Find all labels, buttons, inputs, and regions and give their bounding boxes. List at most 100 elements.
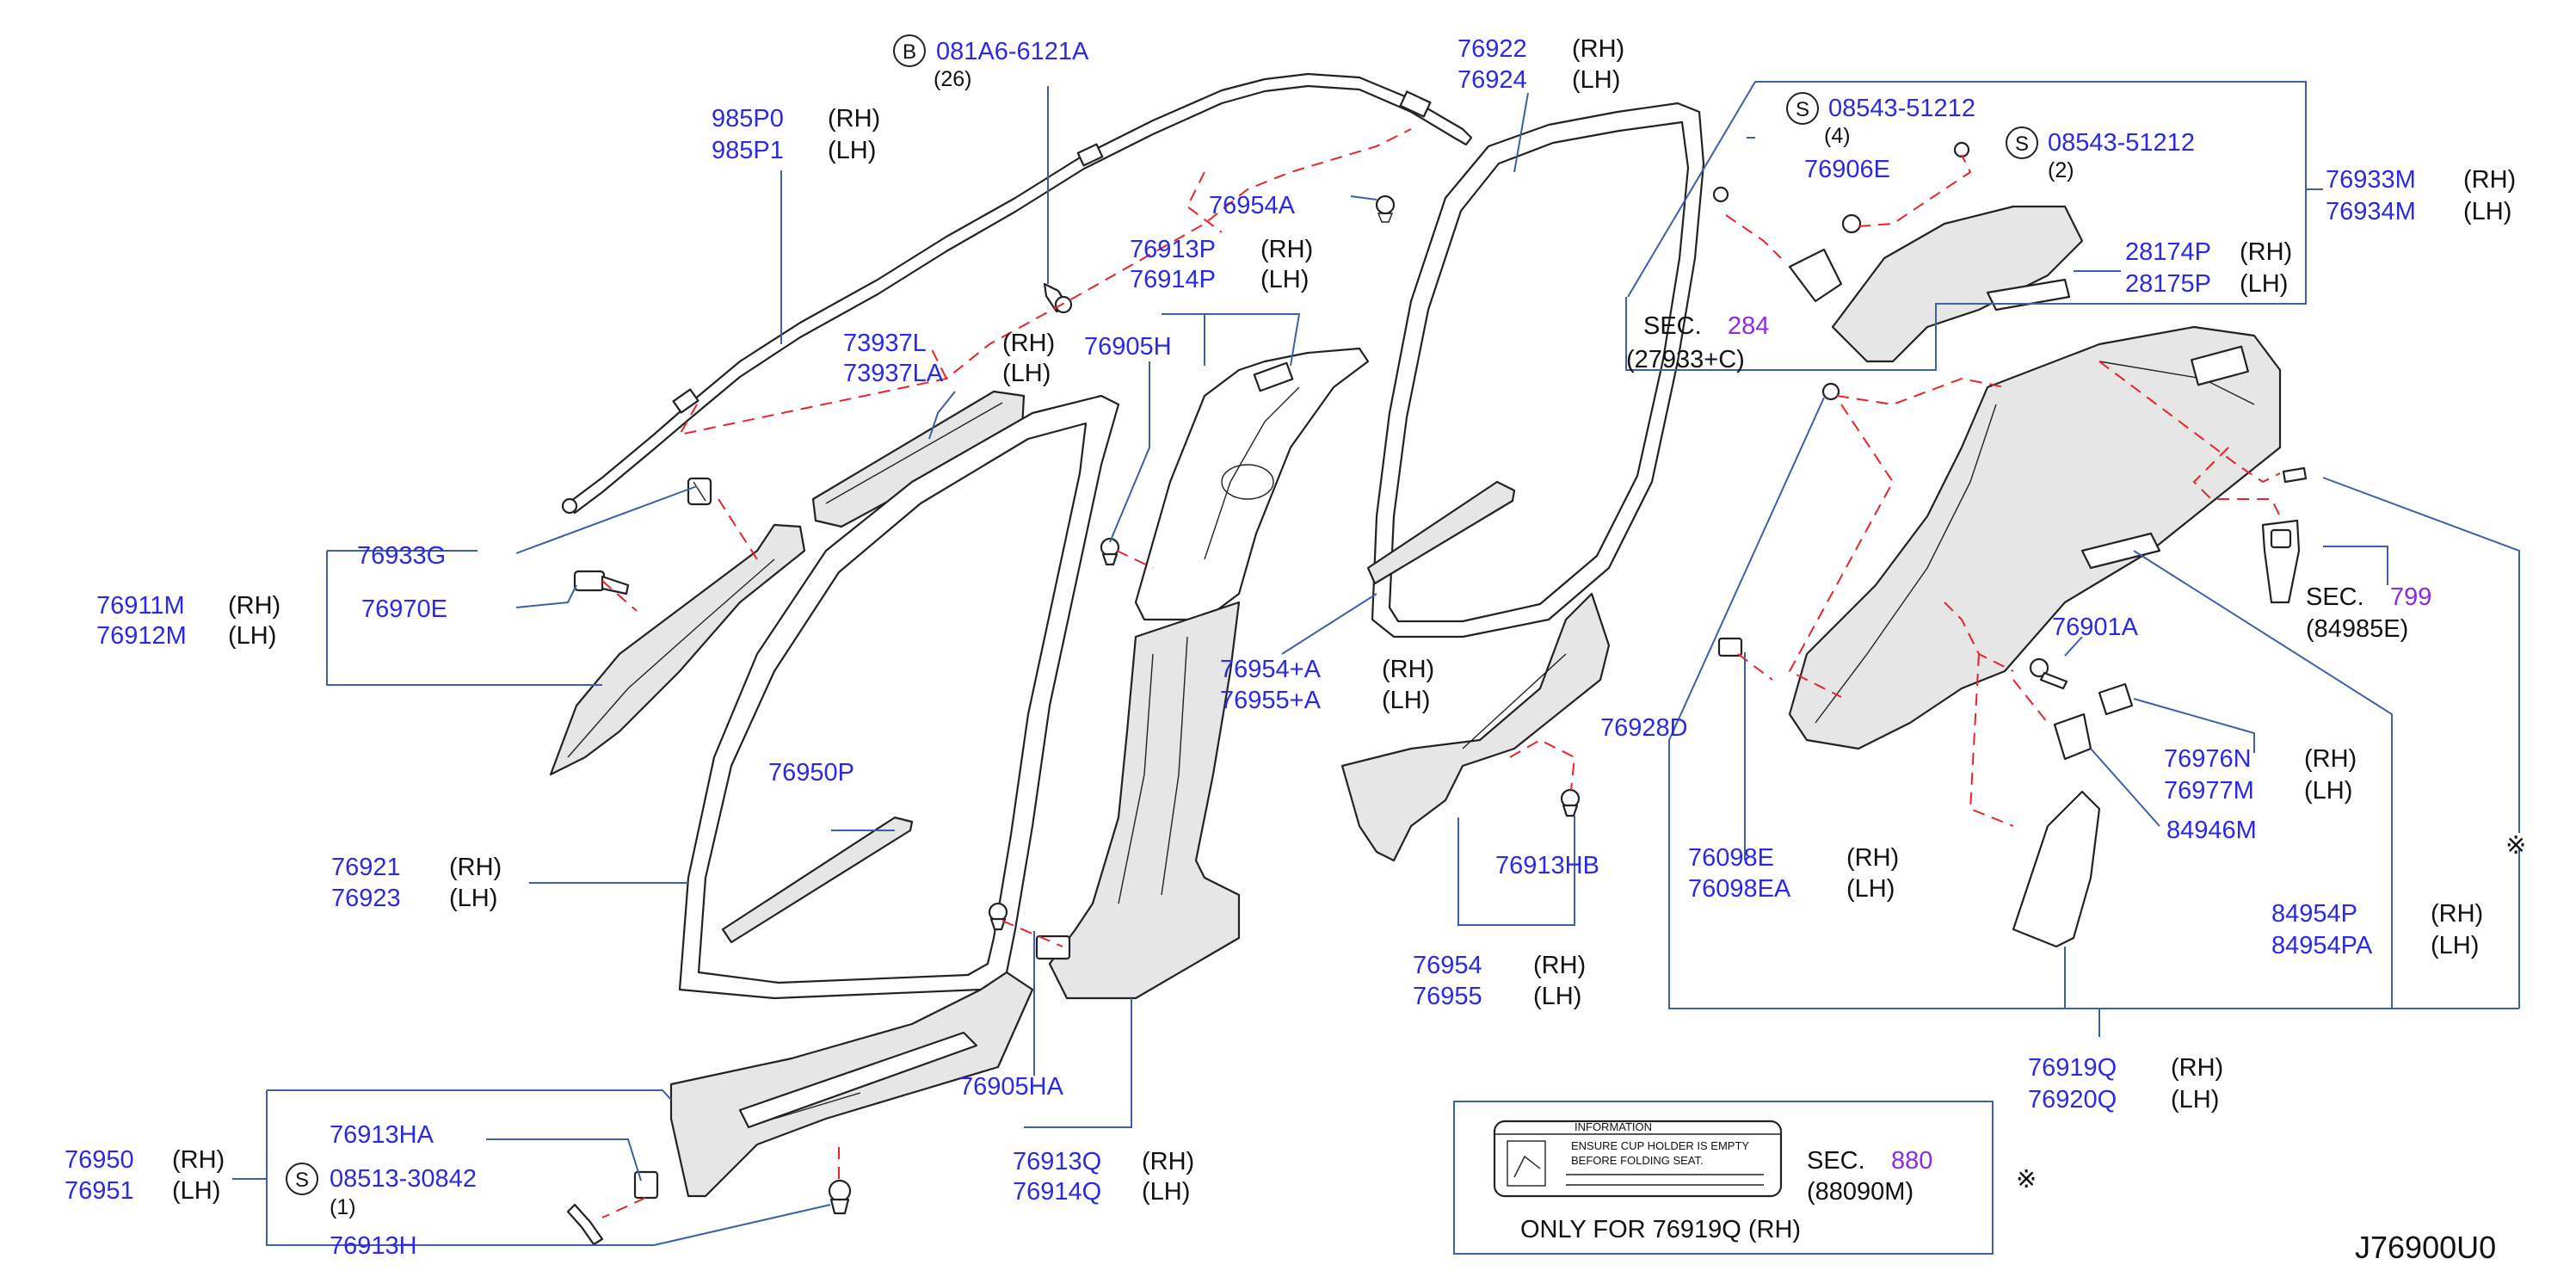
label-76913ha: 76913HA <box>330 1121 434 1149</box>
callout-labels: 081A6-6121A (26) 985P0 (RH) 985P1 (LH) 7… <box>65 35 2526 1265</box>
rear-kicking-plate-drawing <box>1340 592 1611 862</box>
side-84954pa: (LH) <box>2431 932 2479 959</box>
label-76920q: 76920Q <box>2028 1086 2117 1114</box>
side-76933m: (RH) <box>2463 166 2516 194</box>
label-76905h: 76905H <box>1084 333 1172 361</box>
label-76950: 76950 <box>65 1146 134 1174</box>
qty-08543-b: (2) <box>2048 158 2074 182</box>
badge-s-08543-b: S <box>2006 126 2038 159</box>
label-76950p: 76950P <box>768 759 854 787</box>
sec-799-part-drawing <box>2261 519 2301 604</box>
clip-76905ha-drawing <box>988 902 1008 931</box>
front-door-weatherstrip-drawing <box>678 394 1120 1000</box>
qty-08513: (1) <box>330 1195 356 1219</box>
qty-081a6: (26) <box>934 67 971 91</box>
dashed-links <box>601 128 2281 1218</box>
reference-mark-2: ※ <box>2016 1166 2037 1194</box>
label-28174p: 28174P <box>2125 238 2211 266</box>
label-08543-b: 08543-51212 <box>2048 129 2195 157</box>
label-84954pa: 84954PA <box>2271 932 2373 959</box>
label-76098e: 76098E <box>1688 844 1774 872</box>
clip-76933g-drawing <box>687 477 712 506</box>
label-76934m: 76934M <box>2326 198 2416 225</box>
side-76977m: (LH) <box>2304 777 2352 805</box>
label-76955pa: 76955+A <box>1220 687 1322 714</box>
label-08543-a: 08543-51212 <box>1828 95 1975 122</box>
label-84954p: 84954P <box>2271 900 2357 928</box>
label-76951: 76951 <box>65 1177 134 1205</box>
reference-mark: ※ <box>2505 832 2526 860</box>
rear-door-weatherstrip-drawing <box>1366 102 1705 638</box>
label-sec-880-num: 880 <box>1891 1147 1932 1175</box>
svg-text:S: S <box>1796 98 1809 121</box>
label-76913hb: 76913HB <box>1495 852 1599 879</box>
cap-76976n-drawing <box>2098 682 2134 716</box>
leader-lines <box>232 81 2520 1246</box>
side-76955pa: (LH) <box>1382 687 1430 714</box>
info-label-box <box>1453 1101 1994 1255</box>
label-sec-284: SEC. <box>1643 312 1702 340</box>
side-76919q: (RH) <box>2171 1054 2223 1082</box>
side-76924: (LH) <box>1572 66 1620 94</box>
label-76913p: 76913P <box>1130 236 1216 263</box>
side-76914q: (LH) <box>1142 1178 1190 1206</box>
svg-text:S: S <box>2015 133 2029 156</box>
side-76921: (RH) <box>449 854 502 881</box>
side-73937l: (RH) <box>1002 330 1055 357</box>
label-sec-799: SEC. <box>2306 583 2364 611</box>
label-76928d: 76928D <box>1600 714 1688 742</box>
front-kicking-plate-drawing <box>669 971 1034 1198</box>
label-76955: 76955 <box>1413 983 1482 1010</box>
label-sec-284-sub: (27933+C) <box>1626 346 1745 373</box>
side-76923: (LH) <box>449 885 497 912</box>
center-pillar-lower-garnish-drawing <box>1035 601 1241 1000</box>
side-76098e: (RH) <box>1846 844 1899 872</box>
badge-s-08543-a: S <box>1786 92 1819 125</box>
side-985p1: (LH) <box>828 137 876 164</box>
side-76951: (LH) <box>172 1177 220 1205</box>
grommet-76954a-drawing <box>1375 194 1396 223</box>
label-73937l: 73937L <box>843 330 927 357</box>
label-76914q: 76914Q <box>1013 1178 1101 1206</box>
side-76922: (RH) <box>1572 35 1624 63</box>
label-76933g: 76933G <box>357 542 446 570</box>
clip-76970e-drawing <box>573 570 630 595</box>
side-84954p: (RH) <box>2431 900 2483 928</box>
diagram-code: J76900U0 <box>2355 1230 2496 1265</box>
label-76921: 76921 <box>331 854 401 881</box>
label-76906e: 76906E <box>1804 156 1890 183</box>
info-line-2: BEFORE FOLDING SEAT. <box>1571 1154 1704 1167</box>
clip-76913hb-drawing <box>1560 788 1581 817</box>
label-76922: 76922 <box>1457 35 1527 63</box>
label-76977m: 76977M <box>2164 777 2254 805</box>
label-76924: 76924 <box>1457 66 1527 94</box>
side-76955: (LH) <box>1533 983 1581 1010</box>
side-cover-drawing <box>2012 790 2101 948</box>
side-28175p: (LH) <box>2240 270 2288 298</box>
info-title: INFORMATION <box>1575 1120 1652 1133</box>
side-985p0: (RH) <box>828 105 880 133</box>
front-pillar-garnish-drawing <box>549 523 806 776</box>
label-76914p: 76914P <box>1130 266 1216 293</box>
side-73937la: (LH) <box>1002 360 1051 387</box>
side-76914p: (LH) <box>1260 266 1309 293</box>
label-76912m: 76912M <box>96 622 187 650</box>
info-line-1: ENSURE CUP HOLDER IS EMPTY <box>1571 1139 1749 1152</box>
label-28175p: 28175P <box>2125 270 2211 298</box>
quarter-upper-assembly-drawing <box>1712 141 2084 363</box>
label-985p0: 985P0 <box>712 105 784 133</box>
label-76933m: 76933M <box>2326 166 2416 194</box>
qty-08543-a: (4) <box>1824 124 1851 148</box>
curtain-airbag-drawing <box>561 72 1473 515</box>
label-76954a: 76954A <box>1209 192 1296 219</box>
side-76913q: (RH) <box>1142 1148 1194 1175</box>
label-76901a: 76901A <box>2052 614 2139 641</box>
clip-76913h-drawing <box>828 1179 852 1215</box>
label-76098ea: 76098EA <box>1688 875 1791 903</box>
small-tab-drawing <box>2282 466 2308 484</box>
label-08513-30842: 08513-30842 <box>330 1165 477 1193</box>
side-76934m: (LH) <box>2463 198 2511 225</box>
label-sec-880-sub: (88090M) <box>1807 1178 1914 1206</box>
label-sec-799-sub: (84985E) <box>2306 615 2408 643</box>
